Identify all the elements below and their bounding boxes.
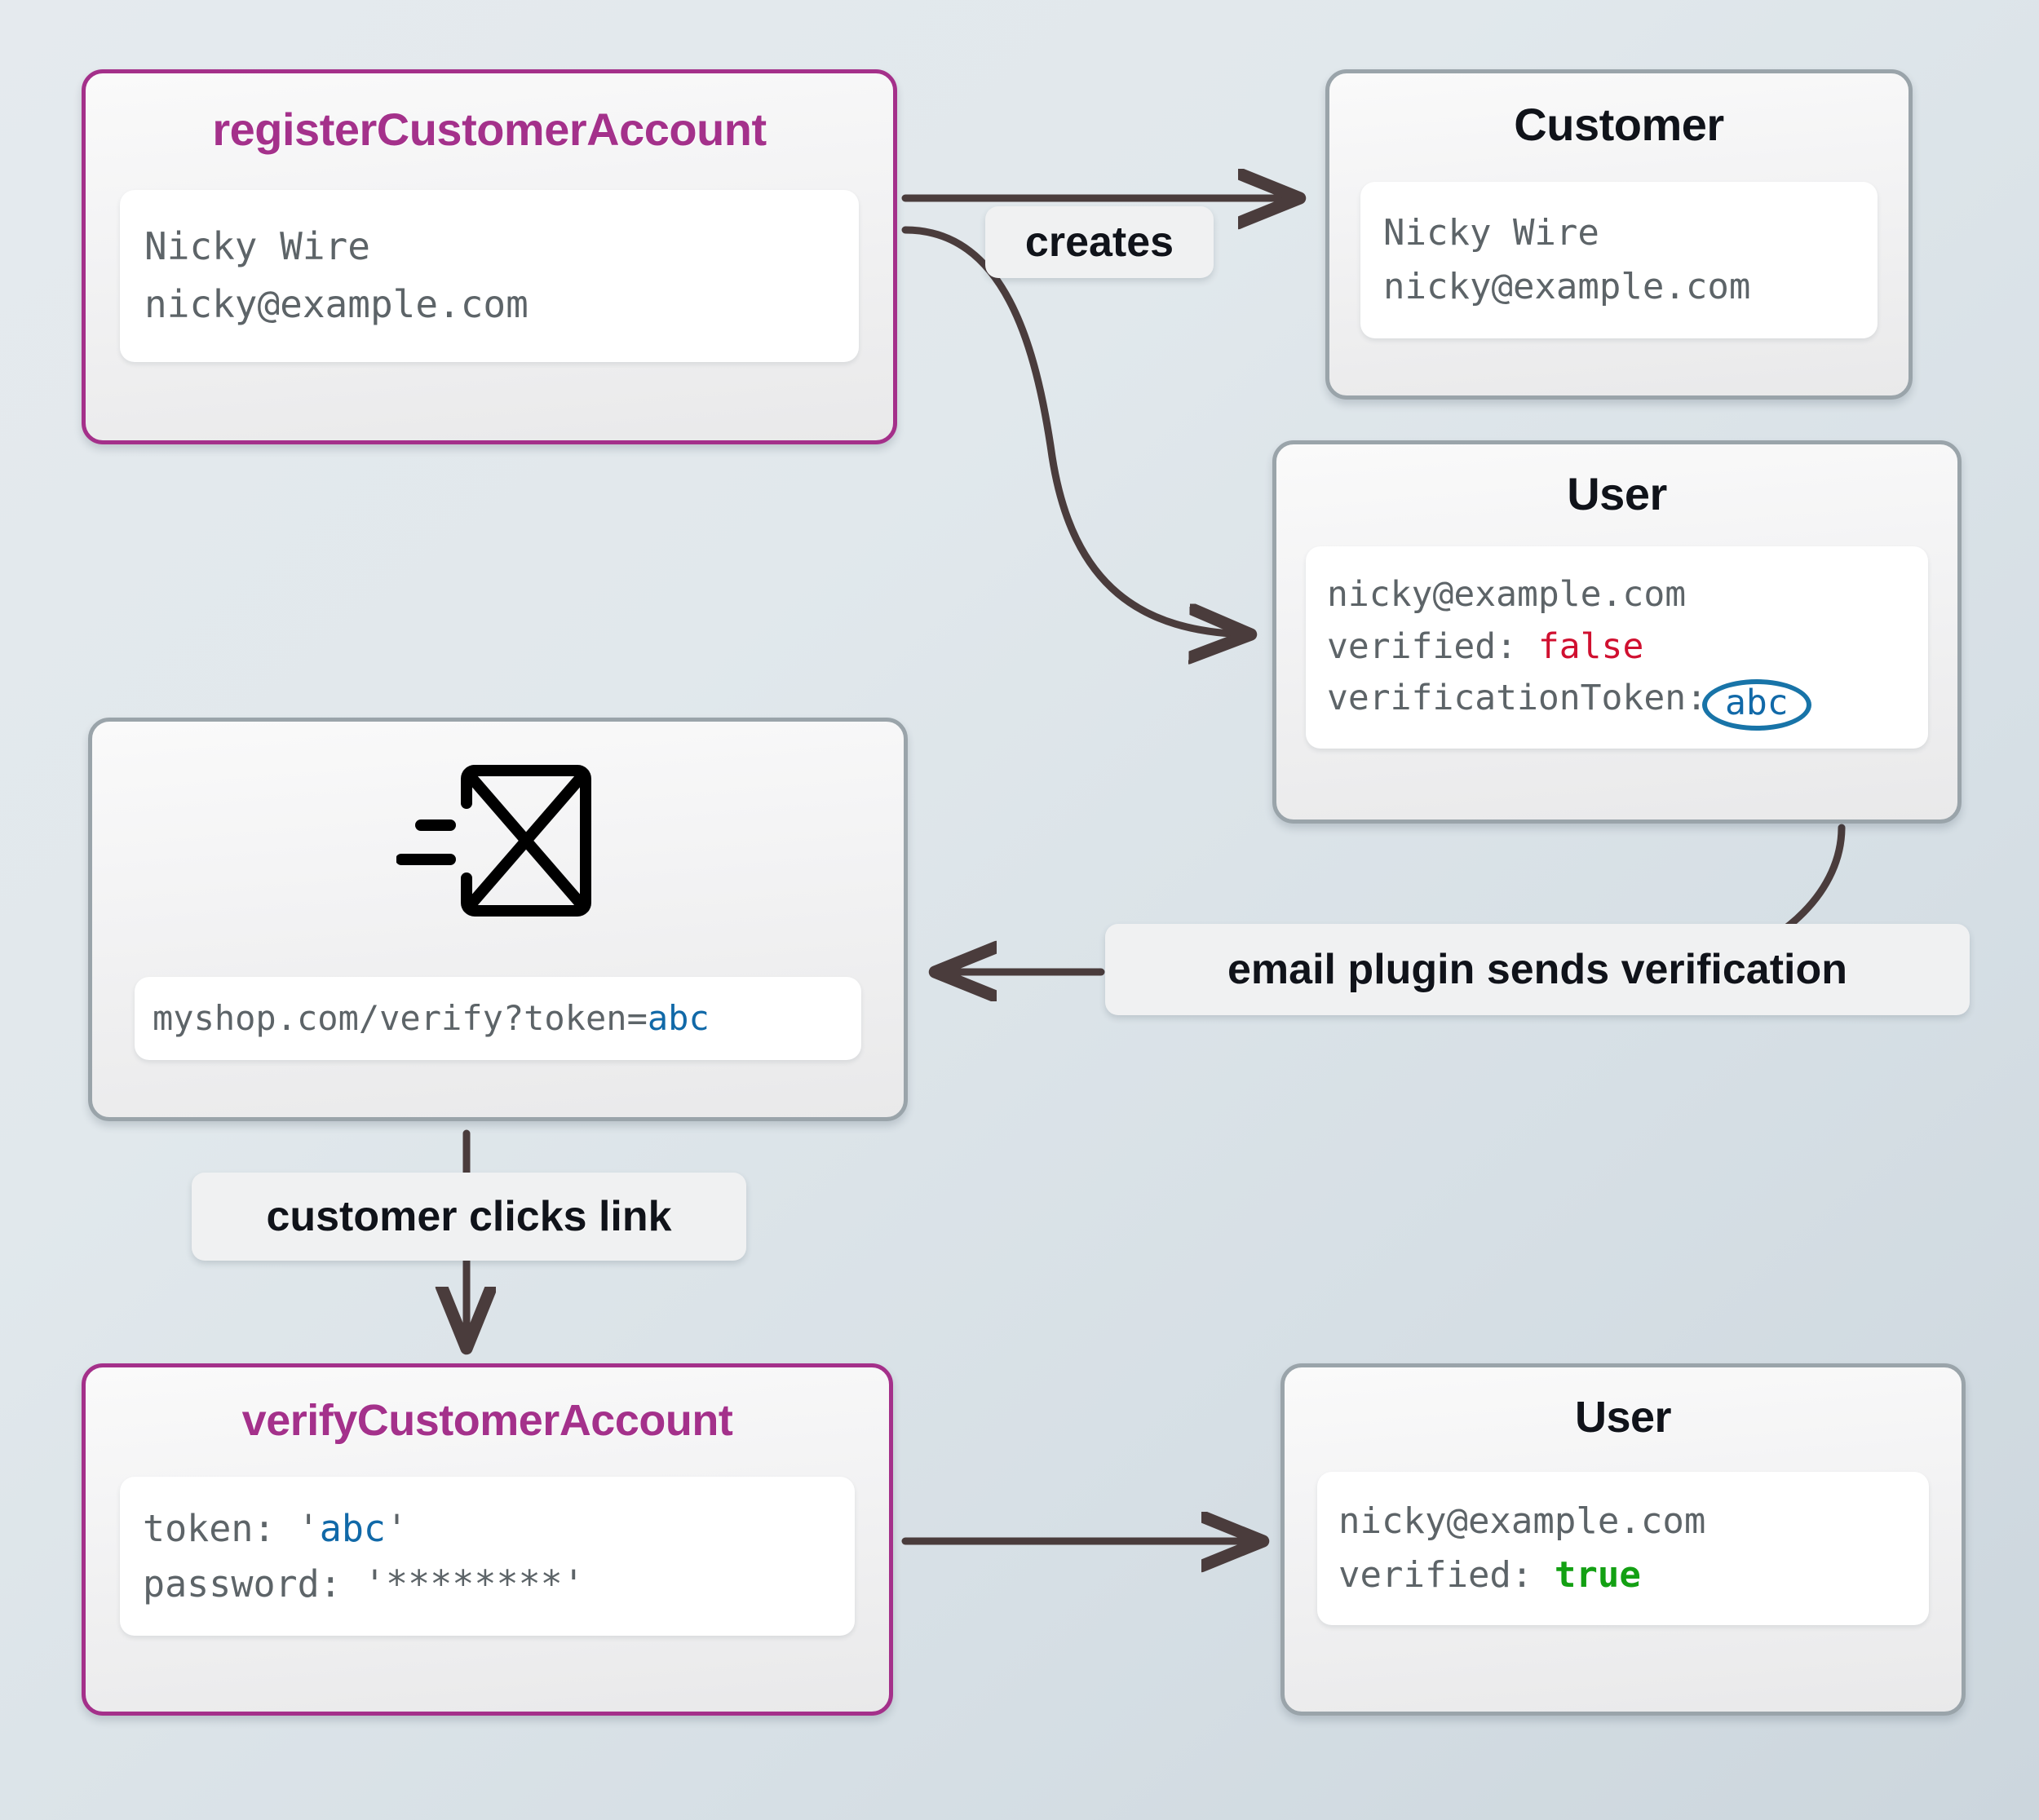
email-link-token: abc: [647, 997, 710, 1038]
user-verified-line-verified: verified: true: [1338, 1548, 1908, 1602]
customer-panel: Nicky Wire nicky@example.com: [1360, 182, 1878, 338]
email-verify-link[interactable]: myshop.com/verify?token=abc: [153, 998, 843, 1039]
edge-label-creates: creates: [985, 206, 1214, 278]
user-verified-panel: nicky@example.com verified: true: [1317, 1472, 1929, 1625]
verified-value-false: false: [1537, 625, 1644, 667]
email-link-panel[interactable]: myshop.com/verify?token=abc: [135, 976, 861, 1060]
register-line-name: Nicky Wire: [144, 224, 370, 268]
register-customer-account-title: registerCustomerAccount: [212, 104, 767, 155]
customer-title: Customer: [1514, 99, 1724, 150]
verified-key-2: verified:: [1338, 1554, 1555, 1596]
node-register-customer-account[interactable]: registerCustomerAccount Nicky Wire nicky…: [82, 69, 897, 444]
edge-label-email-plugin-sends-verification: email plugin sends verification: [1105, 924, 1970, 1015]
verify-token-suffix: ': [386, 1507, 409, 1550]
node-email-message[interactable]: myshop.com/verify?token=abc: [88, 718, 908, 1121]
edge-label-customer-clicks-link: customer clicks link: [192, 1173, 746, 1261]
user-unverified-line-email: nicky@example.com: [1327, 574, 1687, 615]
user-unverified-title: User: [1567, 468, 1667, 519]
verify-customer-account-title: verifyCustomerAccount: [241, 1396, 733, 1445]
register-customer-account-panel: Nicky Wire nicky@example.com: [120, 190, 859, 362]
verify-line-password: password: '********': [143, 1562, 585, 1606]
verification-token-circled-value: abc: [1702, 679, 1811, 731]
customer-line-email: nicky@example.com: [1383, 266, 1751, 307]
customer-line-name: Nicky Wire: [1383, 212, 1599, 254]
send-email-icon-wrap: [92, 756, 904, 931]
node-user-verified[interactable]: User nicky@example.com verified: true: [1280, 1363, 1966, 1716]
node-customer[interactable]: Customer Nicky Wire nicky@example.com: [1325, 69, 1913, 400]
verification-token-key: verificationToken:: [1327, 678, 1707, 719]
register-line-email: nicky@example.com: [144, 282, 529, 327]
email-link-prefix: myshop.com/verify?token=: [153, 997, 648, 1038]
user-unverified-panel: nicky@example.com verified: false verifi…: [1306, 546, 1928, 749]
node-verify-customer-account[interactable]: verifyCustomerAccount token: 'abc' passw…: [82, 1363, 893, 1716]
user-verified-line-email: nicky@example.com: [1338, 1500, 1706, 1542]
verify-customer-account-panel: token: 'abc' password: '********': [120, 1477, 855, 1636]
user-unverified-line-token: verificationToken:abc: [1327, 673, 1907, 731]
verify-token-key: token: ': [143, 1507, 320, 1550]
send-email-icon: [396, 765, 591, 917]
user-unverified-line-verified: verified: false: [1327, 621, 1907, 674]
user-verified-title: User: [1574, 1393, 1672, 1442]
edge-creates-user: [901, 226, 1248, 634]
node-user-unverified[interactable]: User nicky@example.com verified: false v…: [1272, 440, 1962, 824]
verified-key: verified:: [1327, 625, 1538, 667]
verified-value-true: true: [1554, 1554, 1641, 1596]
verify-token-value: abc: [319, 1507, 387, 1550]
verify-line-token: token: 'abc': [143, 1501, 832, 1557]
